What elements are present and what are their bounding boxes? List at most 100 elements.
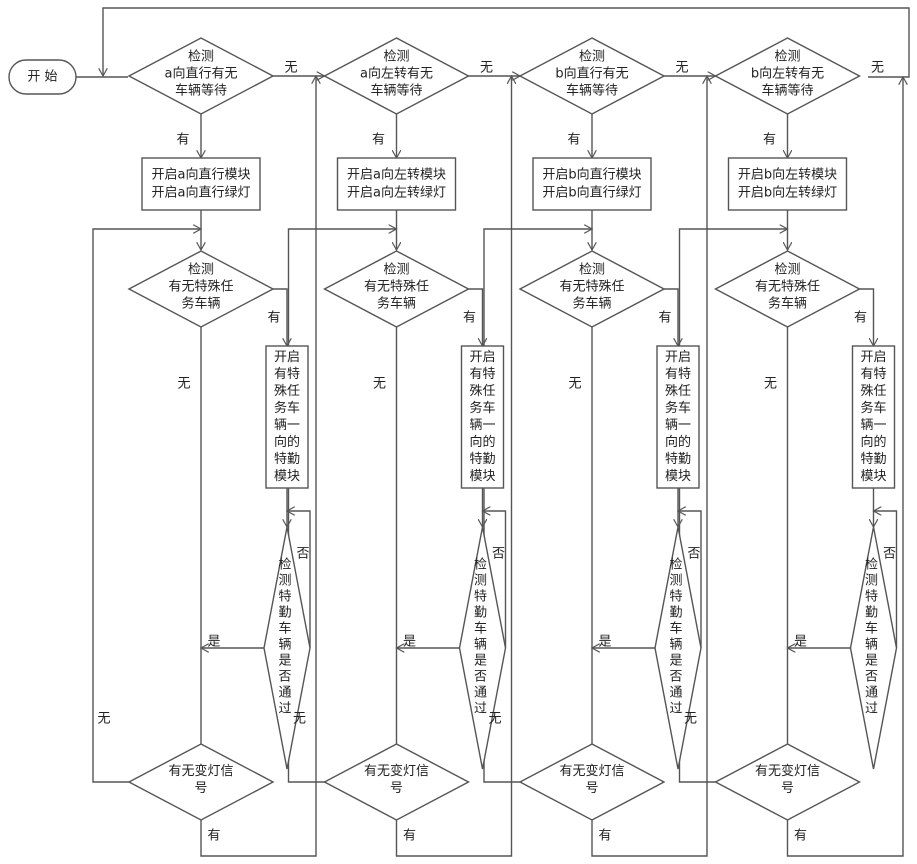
- special-check-diamond: [518, 250, 666, 328]
- pass-check-text: 车: [669, 621, 682, 637]
- special-yes-line: [859, 288, 874, 346]
- edge-label-yes: 有: [794, 829, 807, 844]
- connector-lines: [76, 7, 910, 857]
- pass-check-text: 检: [474, 558, 487, 573]
- signal-yes-to-next-line: [591, 76, 707, 857]
- signal-check-text: 号: [585, 781, 598, 796]
- special-check-text: 检测: [188, 263, 214, 278]
- special-yes-line: [468, 288, 483, 346]
- special-yes-line: [664, 288, 678, 346]
- pass-no-loop-line: [287, 511, 311, 648]
- pass-check-text: 检: [669, 558, 682, 573]
- special-module-text: 开启: [469, 350, 495, 365]
- pass-check-text: 过: [474, 702, 487, 717]
- edge-label-pass-no: 否: [883, 547, 896, 562]
- edge-label-pass-yes: 是: [598, 635, 611, 650]
- module-box-text: 开启b向左转绿灯: [738, 185, 837, 201]
- edge-label-pass-no: 否: [296, 547, 309, 562]
- pass-check-text: 勤: [865, 606, 878, 621]
- pass-check-diamond: [263, 526, 311, 770]
- flow-labels: 开 始检测a向直行有无车辆等待无有开启a向直行模块开启a向直行绿灯检测有无特殊任…: [27, 50, 896, 844]
- edge-label-yes: 有: [372, 133, 385, 148]
- pass-check-text: 辆: [278, 638, 291, 653]
- signal-check-text: 有无变灯信: [364, 763, 429, 779]
- edge-label-no: 无: [177, 377, 190, 392]
- start-label: 开 始: [27, 70, 57, 85]
- pass-check-text: 否: [865, 670, 878, 685]
- edge-label-pass-no: 否: [492, 547, 505, 562]
- pass-check-text: 勤: [474, 606, 487, 621]
- special-module-text: 辆一: [274, 418, 300, 433]
- special-module-text: 务车: [274, 400, 300, 416]
- module-box-text: 开启a向直行模块: [152, 167, 251, 183]
- pass-check-text: 检: [865, 558, 878, 573]
- pass-check-text: 过: [278, 702, 291, 717]
- signal-check-text: 有无变灯信: [559, 763, 624, 779]
- special-module-box: [265, 345, 309, 489]
- pass-check-text: 过: [865, 702, 878, 717]
- special-module-text: 模块: [274, 469, 300, 484]
- signal-no-loop-line: [483, 229, 592, 783]
- special-module-text: 殊任: [274, 384, 300, 399]
- pass-check-text: 辆: [474, 638, 487, 653]
- signal-check-text: 有无变灯信: [755, 763, 820, 779]
- signal-check-diamond: [518, 743, 666, 821]
- edge-label-pass-no: 否: [687, 547, 700, 562]
- edge-label-yes: 有: [176, 133, 189, 148]
- special-module-text: 殊任: [469, 384, 495, 399]
- pass-check-text: 特: [865, 590, 878, 605]
- special-module-text: 模块: [860, 469, 886, 484]
- edge-label-yes: 有: [658, 311, 671, 326]
- special-module-text: 辆一: [469, 418, 495, 433]
- signal-yes-to-next-line: [395, 76, 512, 857]
- pass-check-text: 否: [474, 670, 487, 685]
- module-box: [532, 157, 652, 211]
- special-check-text: 有无特殊任: [168, 280, 233, 295]
- signal-yes-to-next-line: [200, 76, 316, 857]
- edge-label-no: 无: [97, 712, 110, 727]
- module-box: [336, 157, 457, 211]
- edge-label-no: 无: [675, 61, 688, 76]
- pass-check-text: 过: [669, 702, 682, 717]
- pass-check-text: 检: [278, 558, 291, 573]
- wait-check-text: b向左转有无: [751, 66, 824, 82]
- pass-check-text: 辆: [669, 638, 682, 653]
- flow-shapes: [8, 37, 898, 821]
- special-check-text: 务车辆: [572, 296, 611, 312]
- special-module-text: 模块: [665, 469, 691, 484]
- pass-check-text: 通: [865, 686, 878, 701]
- signal-no-loop-line: [92, 229, 201, 783]
- pass-check-diamond: [849, 526, 898, 770]
- edge-label-no: 无: [293, 712, 306, 727]
- special-yes-line: [273, 288, 287, 346]
- special-check-text: 有无特殊任: [755, 280, 820, 295]
- special-module-text: 辆一: [665, 418, 691, 433]
- special-module-text: 开启: [274, 350, 300, 365]
- signal-check-diamond: [714, 743, 861, 821]
- edge-label-pass-yes: 是: [794, 635, 807, 650]
- signal-check-text: 有无变灯信: [168, 763, 233, 779]
- signal-check-diamond: [127, 743, 275, 821]
- special-check-diamond: [127, 250, 275, 328]
- special-check-text: 检测: [383, 263, 409, 278]
- edge-label-yes: 有: [854, 311, 867, 326]
- wait-check-text: 车辆等待: [370, 83, 422, 99]
- pass-check-text: 否: [278, 670, 291, 685]
- special-module-text: 模块: [469, 469, 495, 484]
- wait-check-text: 车辆等待: [761, 83, 813, 99]
- special-module-text: 务车: [665, 400, 691, 416]
- special-module-text: 特勤: [665, 452, 691, 467]
- pass-check-text: 辆: [865, 638, 878, 653]
- edge-label-no: 无: [284, 61, 297, 76]
- module-box-text: 开启b向直行绿灯: [542, 185, 641, 201]
- module-box-text: 开启b向直行模块: [542, 167, 641, 183]
- edge-label-yes: 有: [463, 311, 476, 326]
- wait-check-text: 检测: [188, 50, 214, 65]
- wait-check-diamond: [323, 37, 470, 115]
- pass-check-text: 测: [669, 574, 682, 589]
- wait-check-text: 检测: [579, 50, 605, 65]
- pass-check-text: 通: [474, 686, 487, 701]
- module-box-text: 开启a向左转绿灯: [347, 185, 446, 201]
- pass-check-text: 否: [669, 670, 682, 685]
